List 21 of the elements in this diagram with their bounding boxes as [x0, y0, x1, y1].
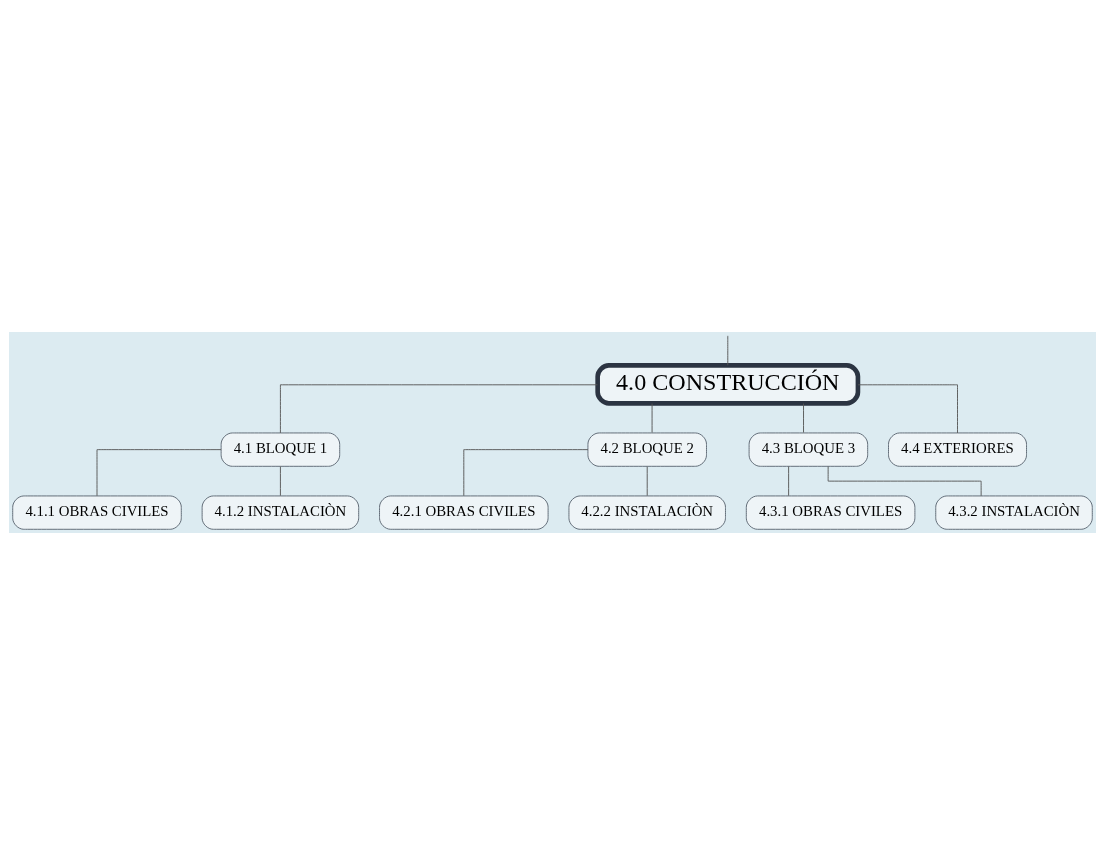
connector — [803, 403, 804, 433]
node-box: 4.2.2 INSTALACIÒN — [568, 495, 726, 530]
node-box: 4.2.1 OBRAS CIVILES — [379, 495, 549, 530]
connector — [279, 466, 281, 497]
node-box: 4.1.2 INSTALACIÒN — [201, 495, 360, 530]
connector — [279, 384, 598, 434]
node-box: 4.3.2 INSTALACIÒN — [935, 495, 1093, 530]
node-box: 4.0 CONSTRUCCIÓN — [595, 363, 861, 406]
node-box: 4.1 BLOQUE 1 — [220, 432, 341, 467]
node-box: 4.4 EXTERIORES — [888, 432, 1027, 467]
connector — [96, 449, 222, 497]
connector — [646, 466, 648, 497]
connector — [857, 384, 958, 434]
node-box: 4.3 BLOQUE 3 — [748, 432, 869, 467]
connector — [727, 335, 729, 366]
node-box: 4.3.1 OBRAS CIVILES — [745, 495, 916, 530]
connector — [651, 403, 653, 433]
node-box: 4.2 BLOQUE 2 — [587, 432, 707, 467]
connector — [463, 449, 589, 497]
node-box: 4.1.1 OBRAS CIVILES — [12, 495, 182, 530]
connector — [788, 466, 790, 497]
